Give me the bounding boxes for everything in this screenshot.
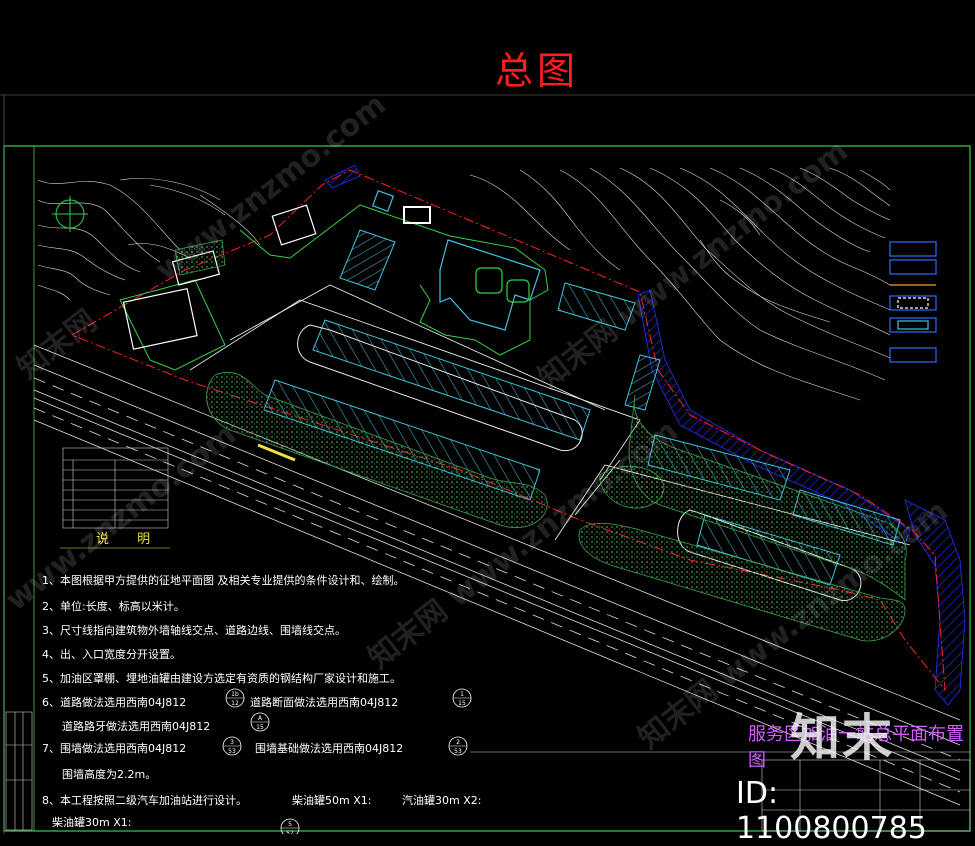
note-line: 道路路牙做法选用西南04J812 <box>62 720 211 733</box>
callout-bottom: 53 <box>228 748 236 755</box>
callout-circle: 353 <box>222 736 242 756</box>
notes-heading: 说 明 <box>96 532 163 547</box>
note-line: 柴油罐50m X1: <box>292 794 372 807</box>
callout-top: 2 <box>456 739 460 746</box>
callout-top: 1 <box>460 691 464 698</box>
callout-circle: 5 52 <box>280 818 300 834</box>
callout-top: 1b <box>231 691 239 698</box>
note-line: 围墙基础做法选用西南04J812 <box>255 742 404 755</box>
callout-top: 5 <box>288 821 292 828</box>
callout-circle: 253 <box>448 736 468 756</box>
highway-marker-yellow <box>257 443 296 462</box>
callout-top: A <box>258 715 263 722</box>
highway-centerline <box>33 377 961 793</box>
note-line: 4、出、入口宽度分开设置。 <box>42 648 181 661</box>
title-block <box>470 751 971 832</box>
landscape-areas <box>174 239 907 642</box>
callout-circle: 115 <box>452 688 472 708</box>
note-line: 2、单位:长度、标高以米计。 <box>42 600 185 613</box>
callout-bottom: 52 <box>286 830 294 834</box>
area-table <box>60 447 170 549</box>
contour-lines-east <box>469 167 891 401</box>
contour-lines-west <box>37 178 261 301</box>
drawing-title: 服务区加油一站总平面布置图 <box>748 724 964 771</box>
revision-column <box>5 711 33 831</box>
note-line: 8、本工程按照二级汽车加油站进行设计。 <box>42 794 247 807</box>
callout-bottom: 53 <box>454 748 462 755</box>
note-line: 道路断面做法选用西南04J812 <box>250 696 399 709</box>
callout-bottom: 15 <box>256 724 264 731</box>
north-arrow <box>52 196 88 232</box>
highway <box>33 344 961 806</box>
note-line: 5、加油区罩棚、埋地油罐由建设方选定有资质的钢结构厂家设计和施工。 <box>42 672 401 685</box>
callout-bottom: 15 <box>458 700 466 707</box>
resource-id: ID: 1100800785 <box>736 776 927 846</box>
note-line: 柴油罐30m X1: <box>52 816 132 829</box>
callout-bottom: 12 <box>231 700 239 707</box>
page-title: 总图 <box>495 49 580 93</box>
callout-circle: A 15 <box>250 712 270 732</box>
legend-swatches <box>889 241 937 363</box>
note-line: 围墙高度为2.2m。 <box>62 768 157 781</box>
note-line: 6、道路做法选用西南04J812 <box>42 696 187 709</box>
brand-logo: 知末 <box>790 709 894 767</box>
note-line: 3、尺寸线指向建筑物外墙轴线交点、道路边线、围墙线交点。 <box>42 624 346 637</box>
note-line: 1、本图根据甲方提供的征地平面图 及相关专业提供的条件设计和、绘制。 <box>42 574 405 587</box>
callout-top: 3 <box>230 739 234 746</box>
note-line: 7、围墙做法选用西南04J812 <box>42 742 187 755</box>
note-line: 汽油罐30m X2: <box>402 794 482 807</box>
